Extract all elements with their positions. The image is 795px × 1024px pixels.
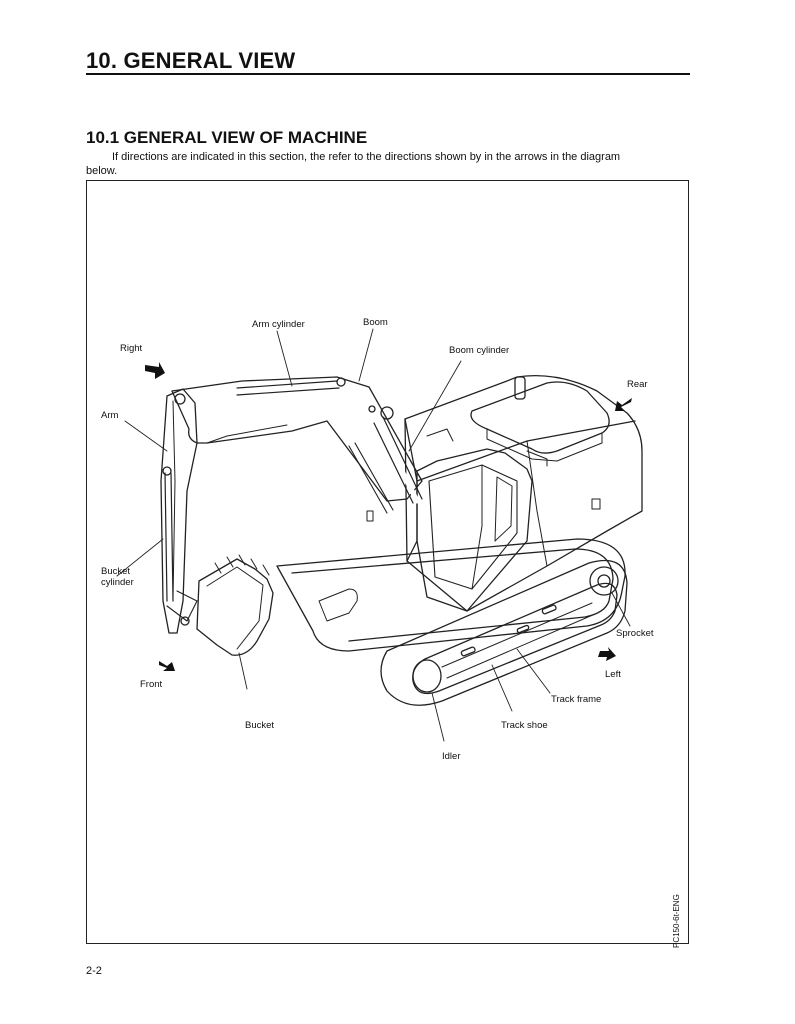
arm — [160, 388, 198, 634]
rear-arrow-icon — [615, 398, 632, 411]
label-front: Front — [140, 679, 163, 690]
excavator-drawing — [116, 328, 643, 742]
title-underline — [86, 73, 690, 75]
intro-line-2: below. — [86, 165, 118, 177]
page-title: 10. GENERAL VIEW — [86, 48, 296, 73]
label-bucket-cylinder-2: cylinder — [101, 577, 134, 588]
bucket — [196, 554, 274, 656]
label-bucket: Bucket — [245, 720, 275, 731]
label-right: Right — [120, 343, 143, 354]
label-sprocket: Sprocket — [616, 628, 654, 639]
direction-arrows — [145, 362, 632, 671]
label-arm: Arm — [101, 410, 119, 421]
label-boom: Boom — [363, 317, 388, 328]
near-track — [380, 559, 628, 706]
label-track-shoe: Track shoe — [501, 720, 548, 731]
front-arrow-icon — [159, 661, 175, 671]
intro-paragraph: If directions are indicated in this sect… — [86, 150, 692, 178]
label-rear: Rear — [627, 379, 648, 390]
left-arrow-icon — [598, 647, 616, 661]
label-arm-cylinder: Arm cylinder — [252, 319, 305, 330]
label-track-frame: Track frame — [551, 694, 602, 705]
label-bucket-cylinder-1: Bucket — [101, 566, 131, 577]
right-arrow-icon — [145, 362, 165, 379]
section-title: 10.1 GENERAL VIEW OF MACHINE — [86, 128, 368, 147]
label-left: Left — [605, 669, 621, 680]
boom — [171, 376, 423, 514]
machine-diagram-frame: Arm cylinder Boom Right Boom cylinder Re… — [86, 180, 689, 944]
intro-line-1: If directions are indicated in this sect… — [112, 151, 621, 163]
upper-structure — [366, 374, 643, 612]
label-idler: Idler — [442, 751, 461, 762]
page-number: 2-2 — [86, 965, 102, 977]
leader-lines — [116, 328, 631, 742]
document-code: PC150-6t-ENG — [672, 894, 681, 948]
label-boom-cylinder: Boom cylinder — [449, 345, 510, 356]
